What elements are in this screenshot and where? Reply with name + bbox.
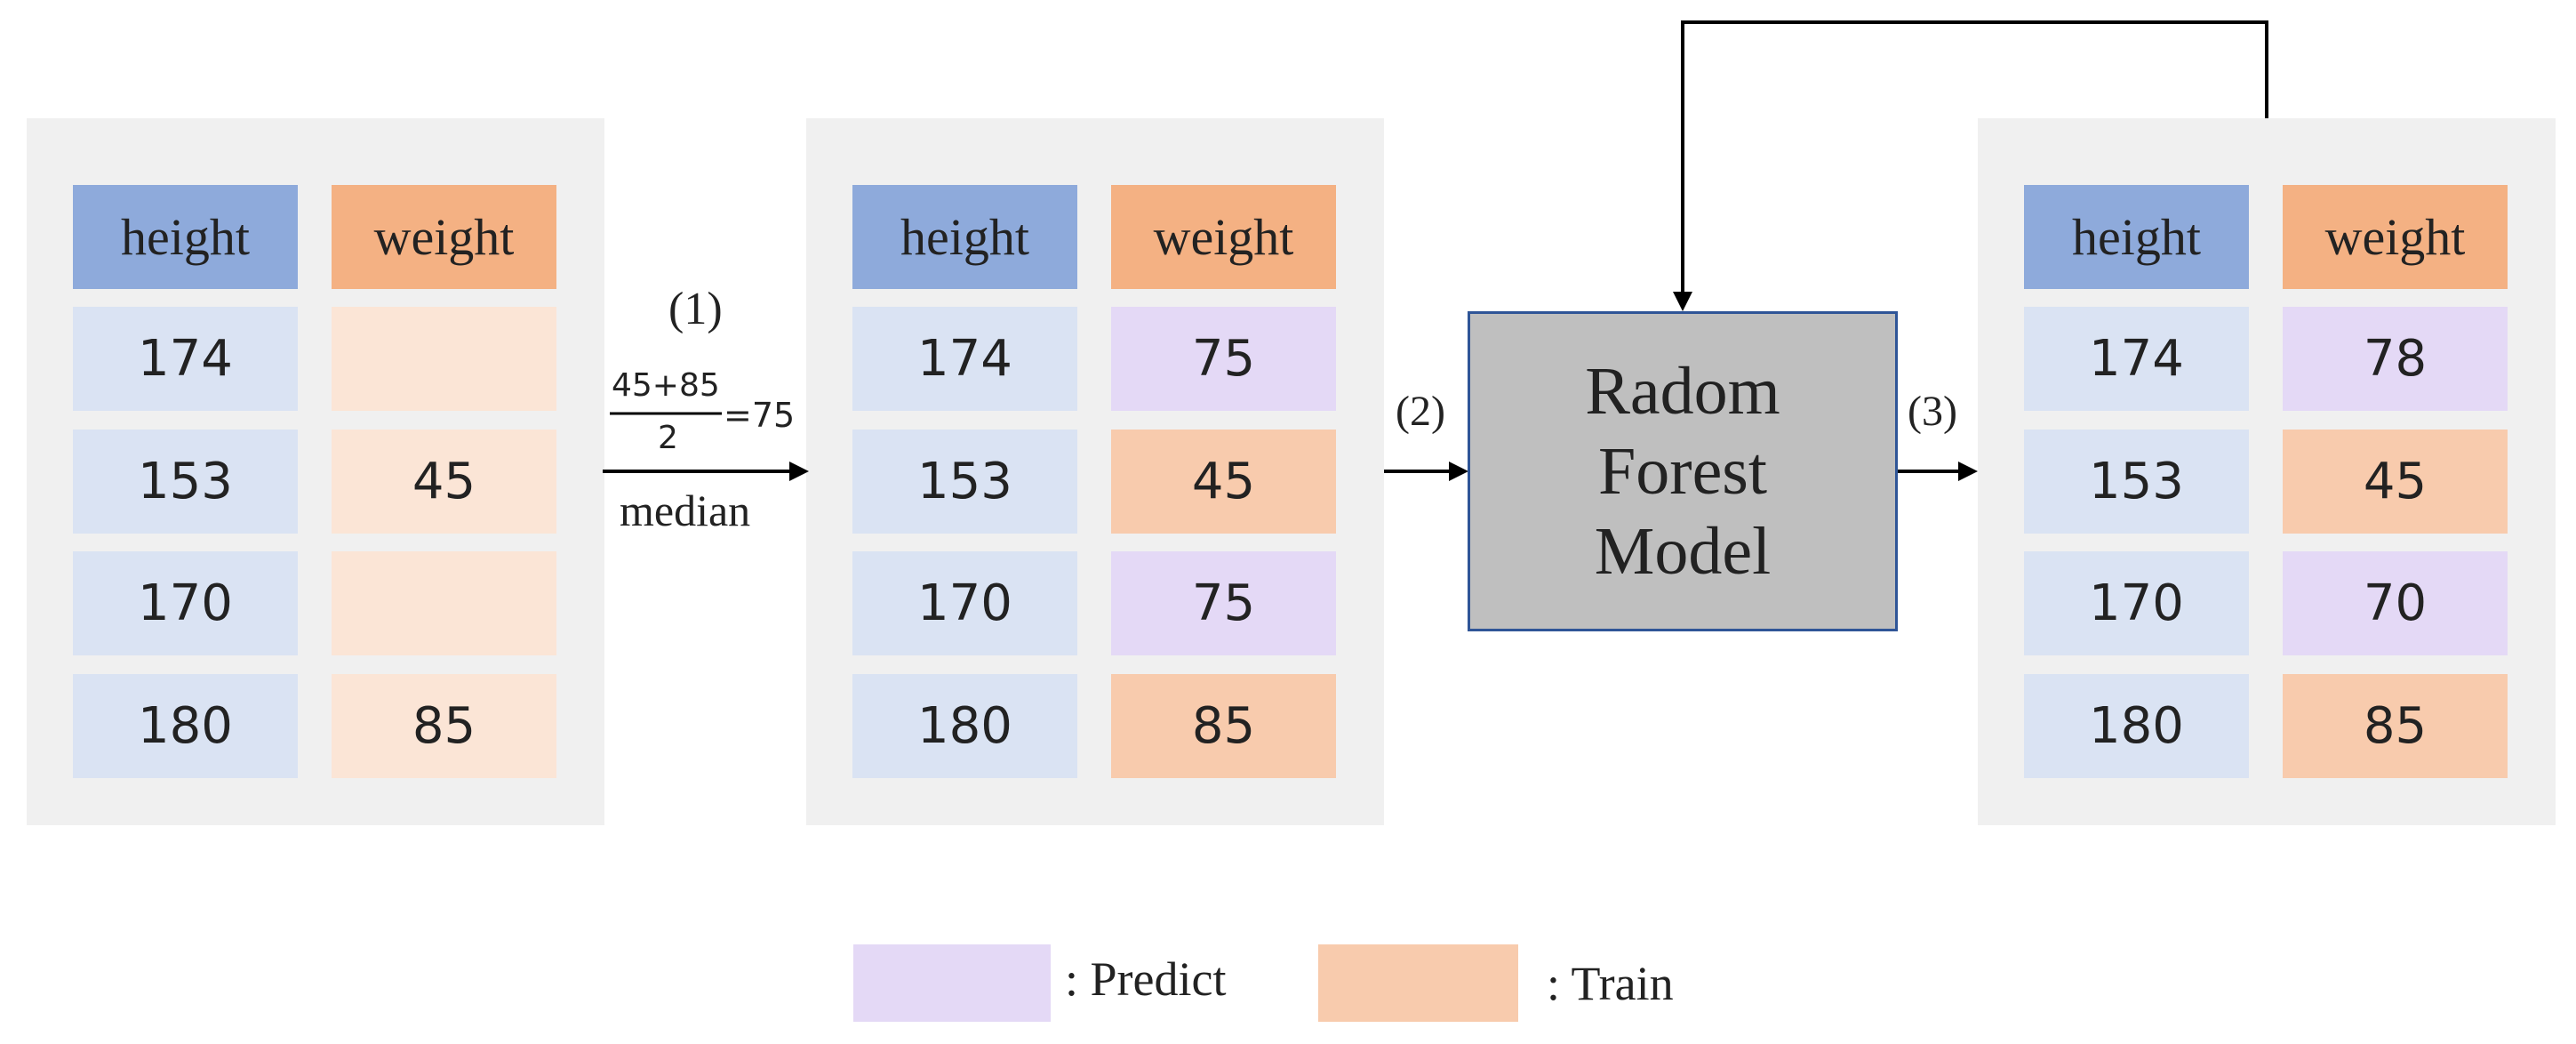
model-label-line3: Model bbox=[1594, 514, 1772, 589]
formula-denominator: 2 bbox=[658, 420, 678, 456]
weight-cell-predict: 78 bbox=[2283, 307, 2508, 411]
height-column-header: height bbox=[2024, 185, 2249, 289]
legend-train-swatch bbox=[1318, 944, 1518, 1022]
height-cell: 174 bbox=[2024, 307, 2249, 411]
weight-column-header: weight bbox=[1111, 185, 1336, 289]
weight-cell-train: 85 bbox=[1111, 674, 1336, 778]
feedback-loop-line bbox=[1681, 20, 2268, 302]
median-label: median bbox=[620, 486, 751, 535]
model-label-line2: Forest bbox=[1598, 434, 1767, 509]
weight-cell: 85 bbox=[332, 674, 556, 778]
weight-cell-missing bbox=[332, 307, 556, 411]
height-cell: 180 bbox=[2024, 674, 2249, 778]
weight-cell-predict: 75 bbox=[1111, 307, 1336, 411]
step2-label: (2) bbox=[1396, 388, 1445, 435]
height-cell: 174 bbox=[852, 307, 1077, 411]
height-cell: 180 bbox=[73, 674, 298, 778]
formula-numerator: 45+85 bbox=[612, 367, 720, 404]
weight-cell-train: 45 bbox=[2283, 430, 2508, 534]
formula-result: =75 bbox=[724, 396, 796, 435]
height-cell: 180 bbox=[852, 674, 1077, 778]
height-column-header: height bbox=[73, 185, 298, 289]
step1-arrowhead bbox=[789, 462, 809, 481]
weight-cell-missing bbox=[332, 551, 556, 655]
table-median-imputed-panel: height weight 174 75 153 45 170 75 180 8… bbox=[806, 118, 1384, 825]
height-cell: 153 bbox=[73, 430, 298, 534]
weight-column-header: weight bbox=[332, 185, 556, 289]
step2-arrowhead bbox=[1449, 462, 1468, 481]
random-forest-model-box: Radom Forest Model bbox=[1468, 311, 1898, 631]
legend-train-label: : Train bbox=[1547, 957, 1674, 1010]
feedback-loop-arrowhead bbox=[1673, 292, 1692, 311]
step1-label: (1) bbox=[668, 284, 723, 334]
legend-predict-label: : Predict bbox=[1065, 952, 1227, 1006]
weight-cell-predict: 75 bbox=[1111, 551, 1336, 655]
step3-label: (3) bbox=[1908, 388, 1957, 435]
step3-arrowhead bbox=[1958, 462, 1978, 481]
height-cell: 153 bbox=[2024, 430, 2249, 534]
height-cell: 170 bbox=[73, 551, 298, 655]
height-cell: 170 bbox=[2024, 551, 2249, 655]
weight-column-header: weight bbox=[2283, 185, 2508, 289]
model-label-line1: Radom bbox=[1585, 354, 1780, 429]
table-model-imputed-panel: height weight 174 78 153 45 170 70 180 8… bbox=[1978, 118, 2556, 825]
height-cell: 174 bbox=[73, 307, 298, 411]
legend-predict-swatch bbox=[853, 944, 1051, 1022]
weight-cell: 45 bbox=[332, 430, 556, 534]
height-column-header: height bbox=[852, 185, 1077, 289]
weight-cell-train: 45 bbox=[1111, 430, 1336, 534]
weight-cell-train: 85 bbox=[2283, 674, 2508, 778]
table-original-panel: height weight 174 153 45 170 180 85 bbox=[27, 118, 604, 825]
height-cell: 170 bbox=[852, 551, 1077, 655]
height-cell: 153 bbox=[852, 430, 1077, 534]
weight-cell-predict: 70 bbox=[2283, 551, 2508, 655]
